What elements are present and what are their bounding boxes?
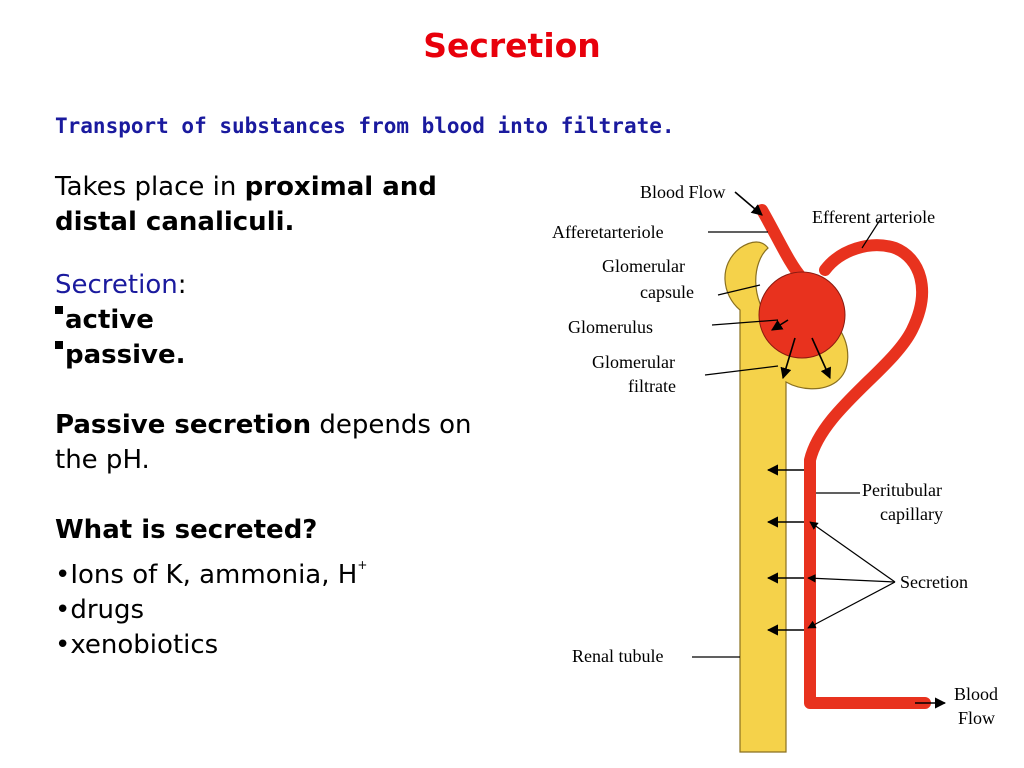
question: What is secreted? bbox=[55, 515, 318, 545]
secretion-colon: : bbox=[177, 270, 187, 300]
secreted-list: What is secreted? •Ions of K, ammonia, H… bbox=[55, 513, 367, 663]
label-renal-tubule: Renal tubule bbox=[572, 646, 663, 666]
type-passive: passive. bbox=[65, 340, 186, 370]
passive-rest-1: depends on bbox=[311, 410, 472, 440]
takes-place-text: Takes place in proximal and distal canal… bbox=[55, 170, 437, 240]
label-glomerular-filtrate-2: filtrate bbox=[628, 376, 676, 396]
efferent-arteriole bbox=[804, 239, 929, 701]
label-secretion: Secretion bbox=[900, 572, 968, 592]
type-active: active bbox=[65, 305, 154, 335]
label-glomerular-capsule-1: Glomerular bbox=[602, 256, 685, 276]
square-bullet-icon bbox=[55, 341, 63, 349]
label-glomerulus: Glomerulus bbox=[568, 317, 653, 337]
passive-rest-2: the pH. bbox=[55, 445, 150, 475]
secretion-arrows bbox=[766, 464, 804, 636]
afferent-arteriole bbox=[756, 204, 808, 284]
slide-subtitle: Transport of substances from blood into … bbox=[55, 114, 675, 138]
label-efferent-arteriole: Efferent arteriole bbox=[812, 207, 935, 227]
item-ions-sup: + bbox=[357, 558, 368, 572]
takes-place-prefix: Takes place in bbox=[55, 172, 245, 202]
label-blood-flow-out-1: Blood bbox=[954, 684, 998, 704]
takes-place-bold-2: distal canaliculi. bbox=[55, 207, 295, 237]
glomerulus bbox=[758, 271, 846, 359]
label-peritubular-2: capillary bbox=[880, 504, 943, 524]
item-ions: •Ions of K, ammonia, H bbox=[55, 560, 358, 590]
item-xenobiotics: •xenobiotics bbox=[55, 630, 219, 660]
takes-place-bold-1: proximal and bbox=[244, 172, 437, 202]
label-glomerular-filtrate-1: Glomerular bbox=[592, 352, 675, 372]
nephron-diagram: Blood Flow Afferetarteriole Efferent art… bbox=[552, 182, 998, 753]
slide-title: Secretion bbox=[423, 26, 601, 65]
peritubular-capillary bbox=[804, 689, 931, 709]
item-drugs: •drugs bbox=[55, 595, 145, 625]
secretion-types: Secretion: active passive. bbox=[55, 268, 186, 373]
label-peritubular-1: Peritubular bbox=[862, 480, 942, 500]
label-glomerular-capsule-2: capsule bbox=[640, 282, 694, 302]
passive-bold: Passive secretion bbox=[55, 410, 312, 440]
square-bullet-icon bbox=[55, 306, 63, 314]
passive-note: Passive secretion depends on the pH. bbox=[55, 408, 472, 478]
label-afferent-arteriole: Afferetarteriole bbox=[552, 222, 664, 242]
secretion-label: Secretion bbox=[55, 270, 178, 300]
label-blood-flow-out-2: Flow bbox=[958, 708, 995, 728]
label-blood-flow-in: Blood Flow bbox=[640, 182, 726, 202]
